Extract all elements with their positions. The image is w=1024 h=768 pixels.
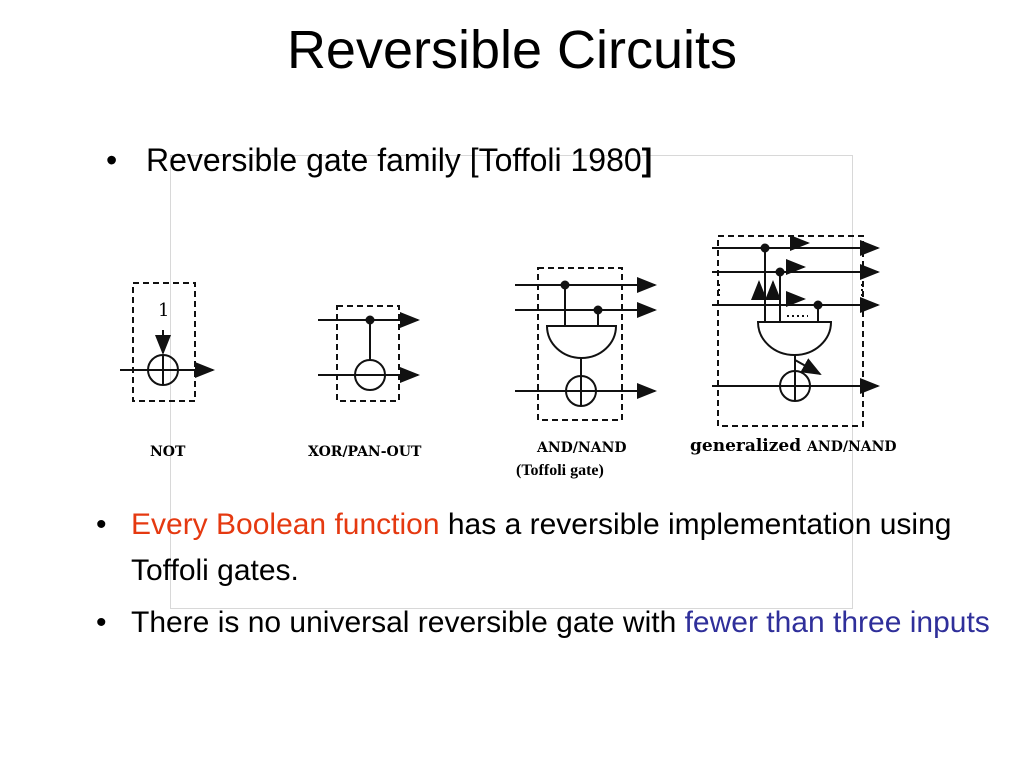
bullet-item-1: • Every Boolean function has a reversibl… — [96, 502, 996, 594]
bullet-list: • Every Boolean function has a reversibl… — [96, 502, 996, 652]
generalized-suffix: AND/NAND — [807, 439, 897, 455]
xor-gate-diagram — [318, 305, 420, 402]
bullet-top-bracket: ] — [641, 142, 653, 178]
not-gate-diagram — [120, 282, 215, 402]
and-gate-label: AND/NAND — [537, 440, 627, 456]
not-gate-constant: 1 — [158, 300, 170, 321]
bullet-marker: • — [106, 142, 118, 178]
bullet-marker: • — [96, 508, 107, 541]
slide-title: Reversible Circuits — [286, 20, 738, 80]
toffoli-caption: (Toffoli gate) — [516, 462, 604, 480]
generalized-gate-label: generalized AND/NAND — [690, 436, 897, 456]
bullet-1-text: has a reversible implementation using To… — [131, 508, 952, 587]
bullet-top: • Reversible gate family [Toffoli 1980] — [106, 138, 652, 182]
bullet-2-highlight: fewer than three inputs — [684, 606, 990, 639]
not-gate-label: NOT — [150, 444, 186, 460]
generalized-prefix: generalized — [690, 436, 802, 456]
bullet-1-highlight: Every Boolean function — [131, 508, 440, 541]
bullet-2-text: There is no universal reversible gate wi… — [131, 606, 685, 639]
bullet-top-text: Reversible gate family [Toffoli 1980 — [146, 142, 642, 178]
generalized-gate-diagram — [712, 235, 880, 427]
bullet-marker: • — [96, 606, 107, 639]
bullet-item-2: • There is no universal reversible gate … — [96, 600, 996, 646]
toffoli-gate-diagram — [515, 267, 657, 421]
xor-gate-label: XOR/PAN-OUT — [308, 444, 422, 460]
